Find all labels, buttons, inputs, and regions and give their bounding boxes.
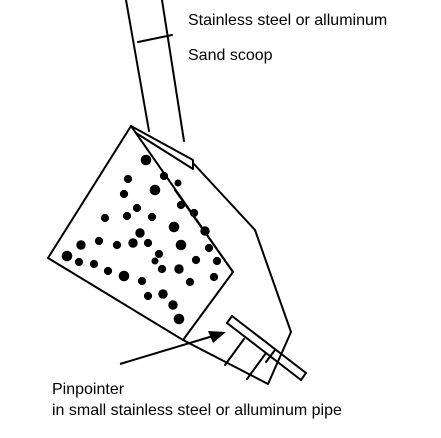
scoop-hole bbox=[209, 272, 219, 282]
scoop-hole bbox=[173, 313, 185, 325]
scoop-hole bbox=[159, 171, 169, 181]
scoop-hole bbox=[132, 203, 142, 213]
scoop-hole bbox=[204, 243, 214, 253]
scoop-hole bbox=[140, 154, 152, 166]
scoop-hole bbox=[89, 259, 99, 269]
pipe-start-cap bbox=[226, 315, 233, 324]
arrow-shaft bbox=[119, 335, 214, 365]
scoop-hole bbox=[122, 211, 132, 221]
pinpointer-detail: in small stainless steel or alluminum pi… bbox=[52, 402, 342, 419]
scoop-hole bbox=[76, 240, 86, 250]
scoop-hole bbox=[168, 221, 180, 233]
scoop-hole bbox=[103, 266, 113, 276]
scoop-hole bbox=[118, 270, 130, 282]
scoop-label: Sand scoop bbox=[188, 47, 273, 64]
scoop-hole bbox=[176, 200, 186, 210]
scoop-hole bbox=[94, 236, 104, 246]
scoop-hole bbox=[185, 277, 195, 287]
handle-brace bbox=[137, 34, 173, 43]
scoop-hole bbox=[149, 184, 161, 196]
scoop-hole bbox=[137, 276, 147, 286]
pipe-top-edge bbox=[231, 315, 307, 374]
scoop-hole bbox=[119, 189, 129, 199]
scoop-outer-wall bbox=[182, 162, 292, 385]
handle-right-edge bbox=[161, 0, 185, 142]
scoop-hole bbox=[143, 291, 153, 301]
scoop-hole bbox=[212, 256, 222, 266]
pipe-hatch-2 bbox=[246, 352, 267, 380]
scoop-hole bbox=[154, 249, 164, 259]
handle-left-edge bbox=[125, 0, 150, 132]
scoop-hole bbox=[143, 238, 153, 248]
arrow-head bbox=[208, 331, 226, 343]
scoop-hole bbox=[74, 257, 84, 267]
material-label: Stainless steel or alluminum bbox=[188, 12, 387, 29]
scoop-hole bbox=[168, 300, 178, 310]
scoop-holes bbox=[61, 154, 222, 325]
scoop-hole bbox=[191, 255, 201, 265]
pipe-hatch-1 bbox=[224, 338, 245, 366]
scoop-hole bbox=[189, 208, 199, 218]
scoop-hole bbox=[157, 264, 167, 274]
pipe-bottom-edge bbox=[226, 322, 302, 381]
scoop-hole bbox=[61, 250, 73, 262]
pipe-end-cap bbox=[300, 372, 307, 381]
scoop-hole bbox=[100, 213, 110, 223]
scoop-hole bbox=[174, 264, 184, 274]
scoop-hole bbox=[158, 289, 168, 299]
scoop-hole bbox=[147, 212, 157, 222]
pinpointer-title: Pinpointer bbox=[52, 381, 125, 398]
scoop-hole bbox=[135, 228, 145, 238]
scoop-hole bbox=[128, 238, 138, 248]
scoop-hole bbox=[200, 226, 210, 236]
scoop-hole bbox=[112, 240, 122, 250]
scoop-hole bbox=[151, 257, 159, 265]
pinpointer-arrow bbox=[119, 331, 226, 365]
scoop-rim-top bbox=[130, 125, 194, 170]
pinpointer-pipe bbox=[224, 315, 307, 381]
scoop-handle bbox=[125, 0, 185, 142]
scoop-hole bbox=[174, 179, 182, 187]
scoop-hole bbox=[175, 239, 187, 251]
pipe-hatch-3 bbox=[265, 349, 276, 363]
scoop-hole bbox=[123, 174, 133, 184]
